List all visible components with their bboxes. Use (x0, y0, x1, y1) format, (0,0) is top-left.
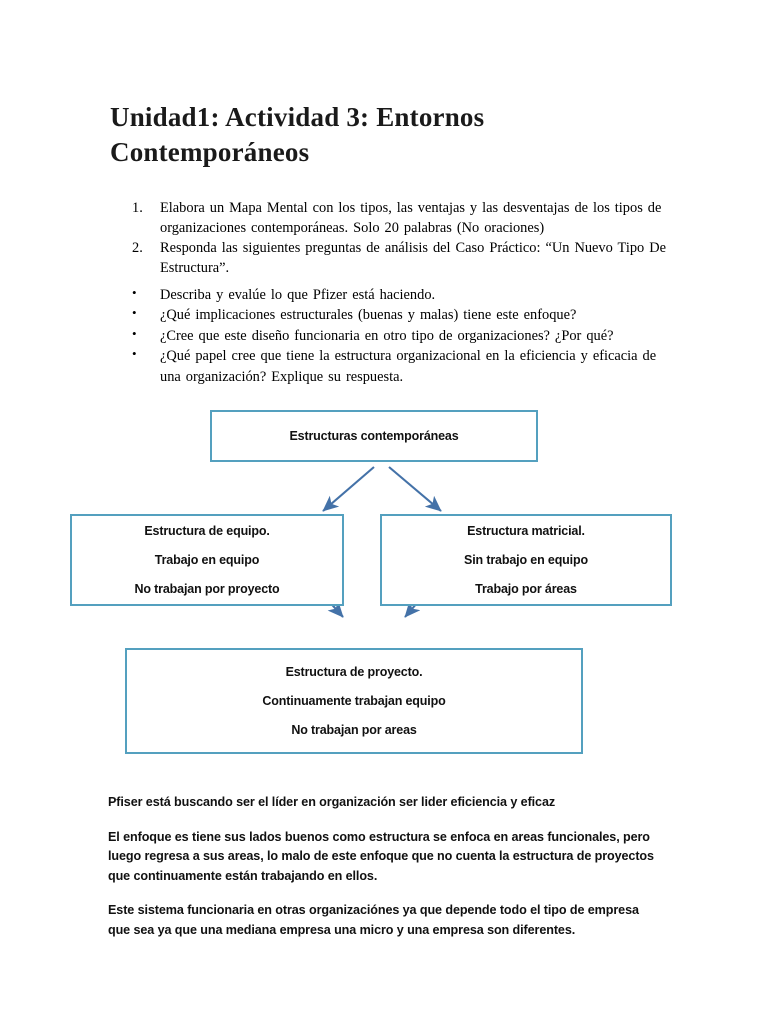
node-line: Estructuras contemporáneas (289, 429, 459, 443)
node-line: Estructura matricial. (467, 524, 585, 538)
bullet-icon: • (132, 285, 137, 300)
answer-paragraph: Este sistema funcionaria en otras organi… (108, 903, 639, 937)
answer-paragraph: Pfiser está buscando ser el líder en org… (108, 795, 556, 809)
list-marker: 2. (132, 240, 143, 257)
list-item-text: ¿Qué papel cree que tiene la estructura … (160, 348, 657, 385)
node-line: Estructura de equipo. (144, 524, 270, 538)
bullet-icon: • (132, 346, 137, 362)
list-item-text: Responda las siguientes preguntas de aná… (160, 240, 667, 276)
node-line: Sin trabajo en equipo (464, 553, 588, 567)
list-item-text: Describa y evalúe lo que Pfizer está hac… (160, 287, 436, 303)
node-line: Estructura de proyecto. (285, 665, 423, 679)
list-item-text: ¿Qué implicaciones estructurales (buenas… (160, 307, 577, 324)
node-line: No trabajan por proyecto (134, 582, 280, 596)
node-line: Trabajo en equipo (154, 553, 260, 567)
page-title: Unidad1: Actividad 3: Entornos Contempor… (110, 102, 485, 167)
bullet-icon: • (132, 305, 137, 321)
answers-section: Pfiser está buscando ser el líder en org… (108, 793, 664, 940)
node-line: No trabajan por areas (291, 723, 417, 737)
node-line: Continuamente trabajan equipo (262, 694, 446, 708)
list-item: 1. Elabora un Mapa Mental con los tipos,… (126, 199, 672, 238)
list-item-text: Elabora un Mapa Mental con los tipos, la… (160, 200, 662, 236)
diagram-node-matrix-structure[interactable]: Estructura matricial. Sin trabajo en equ… (380, 514, 672, 606)
diagram-node-team-structure[interactable]: Estructura de equipo. Trabajo en equipo … (70, 514, 344, 606)
list-item: • ¿Qué papel cree que tiene la estructur… (126, 346, 678, 387)
list-item: • ¿Qué implicaciones estructurales (buen… (126, 305, 678, 325)
diagram-node-project-structure[interactable]: Estructura de proyecto. Continuamente tr… (125, 648, 583, 754)
list-item: 2. Responda las siguientes preguntas de … (126, 239, 672, 278)
questions-bullet-list: • Describa y evalúe lo que Pfizer está h… (126, 285, 678, 387)
answer-paragraph: El enfoque es tiene sus lados buenos com… (108, 829, 654, 883)
list-item: • Describa y evalúe lo que Pfizer está h… (126, 285, 678, 305)
arrow-top-to-left (322, 466, 375, 512)
arrow-top-to-right (388, 466, 442, 512)
diagram-node-top[interactable]: Estructuras contemporáneas (210, 410, 538, 462)
node-line: Trabajo por áreas (475, 582, 577, 596)
list-marker: 1. (132, 200, 143, 216)
list-item: • ¿Cree que este diseño funcionaria en o… (126, 326, 678, 346)
list-item-text: ¿Cree que este diseño funcionaria en otr… (160, 327, 614, 344)
instructions-numbered-list: 1. Elabora un Mapa Mental con los tipos,… (126, 199, 672, 279)
bullet-icon: • (132, 325, 137, 341)
